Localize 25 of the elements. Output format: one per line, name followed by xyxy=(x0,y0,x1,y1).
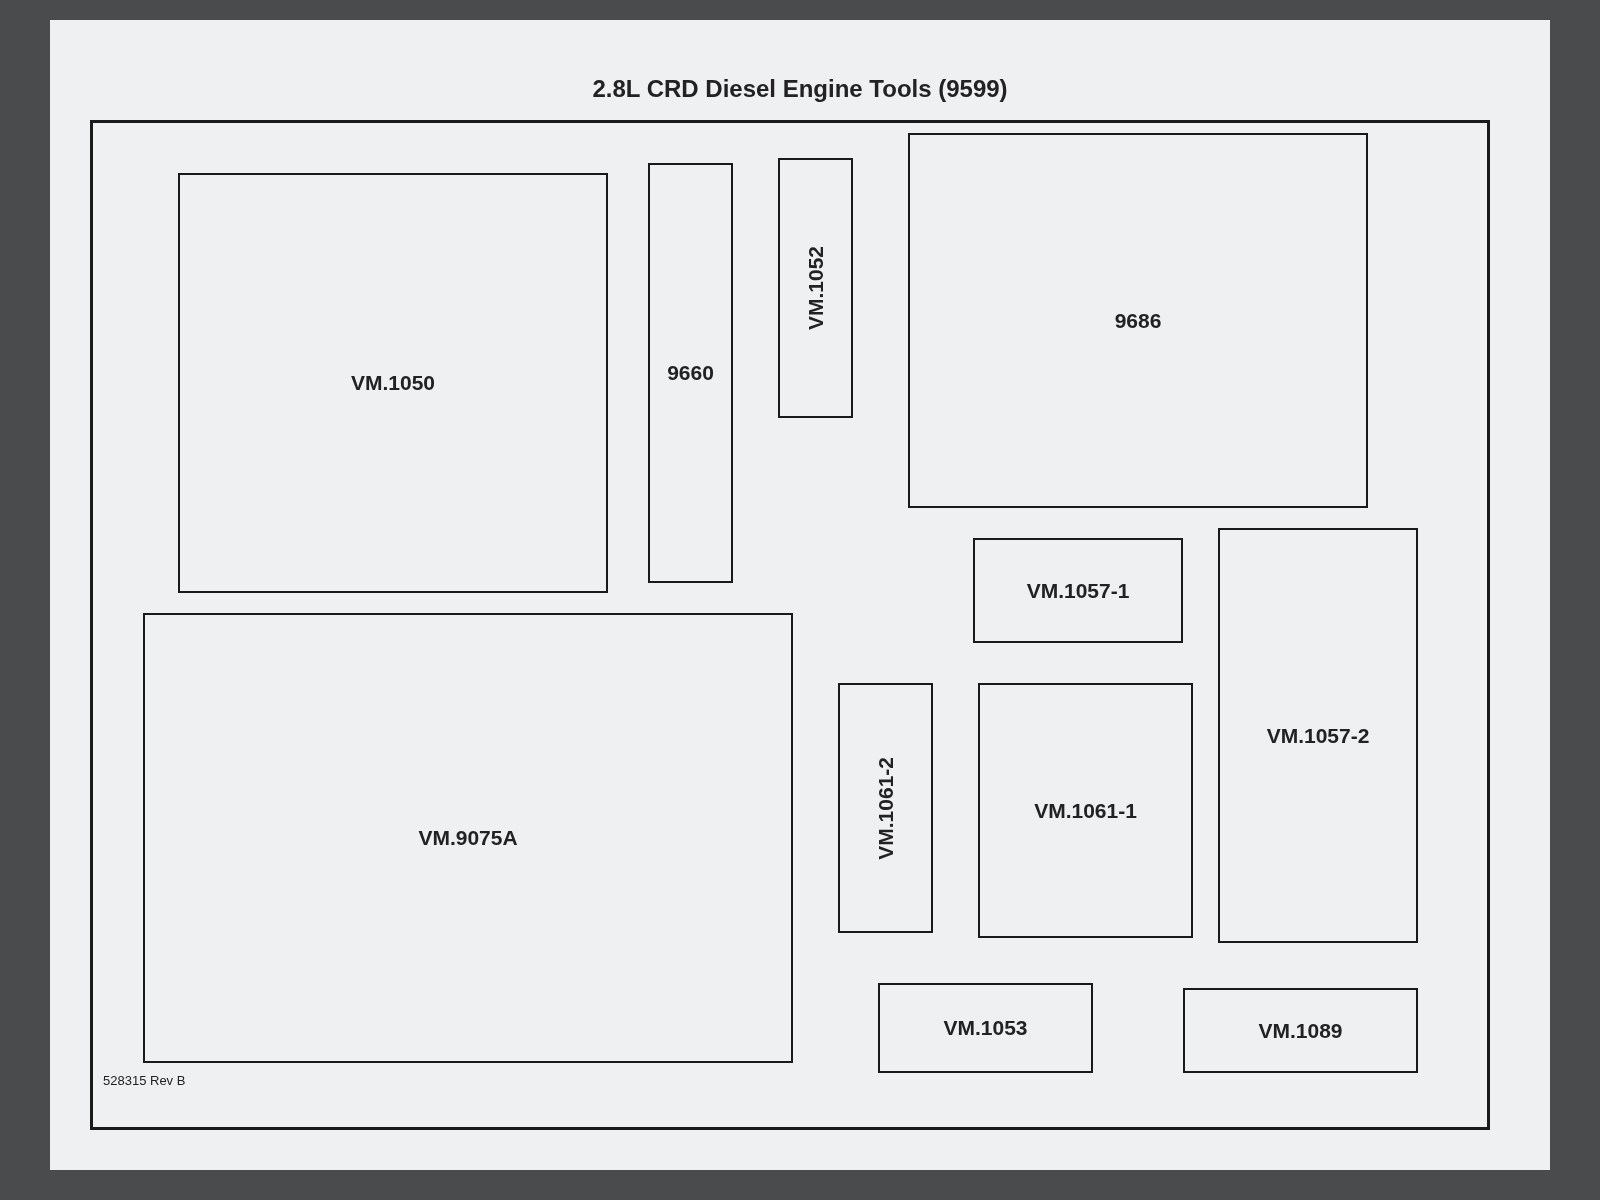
slot-label: VM.1052 xyxy=(803,245,828,331)
slot-label: VM.1061-1 xyxy=(1034,798,1137,823)
tool-slot xyxy=(1218,528,1418,943)
title: 2.8L CRD Diesel Engine Tools (9599) xyxy=(592,75,1008,102)
tool-slot xyxy=(878,983,1093,1073)
slot-label: VM.1050 xyxy=(350,371,436,395)
slot-label: 9686 xyxy=(1114,308,1162,333)
tool-slot xyxy=(143,613,793,1063)
slot-label: VM.9075A xyxy=(418,826,518,850)
tool-slot xyxy=(648,163,733,583)
slot-label: VM.1057-1 xyxy=(1026,578,1130,603)
tray-outline xyxy=(90,120,1490,1130)
part-number: 528315 Rev B xyxy=(103,1073,186,1088)
tool-slot xyxy=(778,158,853,418)
slot-label: VM.1053 xyxy=(943,1016,1028,1040)
tool-slot xyxy=(838,683,933,933)
tool-slot xyxy=(978,683,1193,938)
tool-slot xyxy=(1183,988,1418,1073)
tool-slot xyxy=(178,173,608,593)
slot-label: 9660 xyxy=(667,361,714,385)
tool-slot xyxy=(908,133,1368,508)
slot-label: VM.1089 xyxy=(1258,1018,1343,1043)
slot-label: VM.1057-2 xyxy=(1266,723,1370,748)
tool-slot xyxy=(973,538,1183,643)
slot-label: VM.1061-2 xyxy=(873,756,898,860)
